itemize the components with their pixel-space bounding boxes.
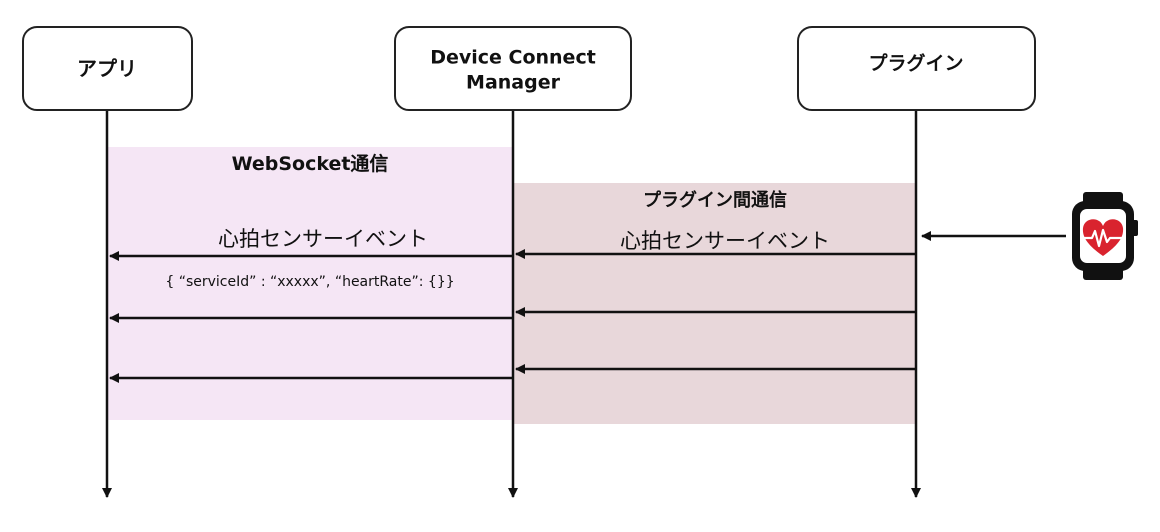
interplugin-region-title: プラグイン間通信 xyxy=(643,189,787,211)
interplugin-region xyxy=(514,183,916,424)
manager-participant: Device Connect Manager xyxy=(394,26,632,111)
websocket-region xyxy=(108,147,514,420)
manager-participant-label-line2: Manager xyxy=(466,72,561,94)
app-participant-label: アプリ xyxy=(77,57,137,81)
plugin-participant: プラグイン xyxy=(797,26,1036,111)
plugin-participant-label: プラグイン xyxy=(868,52,963,75)
manager-participant-box xyxy=(394,26,632,111)
smartwatch-heart-icon xyxy=(1072,192,1138,280)
app-participant-box xyxy=(22,26,193,111)
websocket-region-title: WebSocket通信 xyxy=(232,152,389,175)
manager-participant-label-line1: Device Connect xyxy=(430,47,596,69)
event-label-right: 心拍センサーイベント xyxy=(620,229,830,253)
event-label-left: 心拍センサーイベント xyxy=(218,227,428,251)
event-payload: { “serviceId” : “xxxxx”, “heartRate”: {}… xyxy=(165,274,454,290)
plugin-participant-box xyxy=(797,26,1036,111)
app-participant: アプリ xyxy=(22,26,193,111)
